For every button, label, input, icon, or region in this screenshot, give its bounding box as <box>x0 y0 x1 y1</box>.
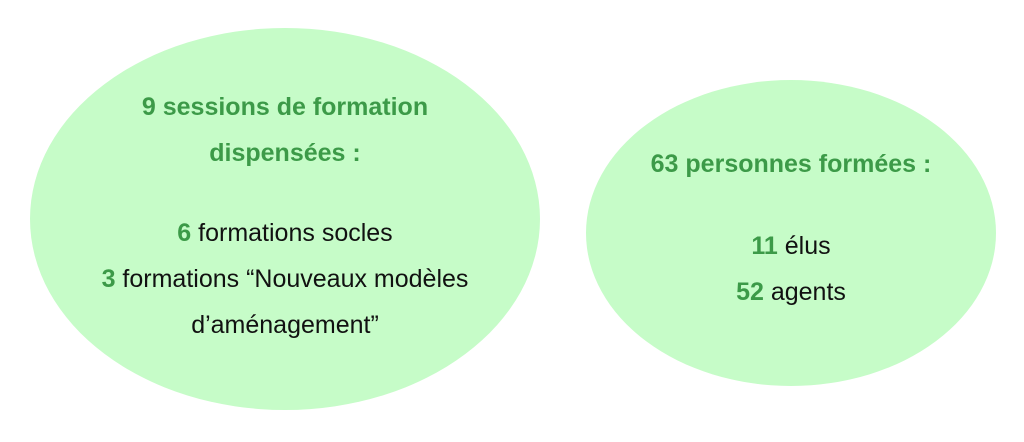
agents-count: 52 <box>736 278 764 306</box>
agents-label: agents <box>770 278 846 306</box>
nouveaux-count: 3 <box>101 265 116 293</box>
sessions-title-1: 9 sessions de formation <box>141 93 429 121</box>
personnes-text: 63 personnes formées : 11 élus 52 agents <box>586 141 996 315</box>
elus-count: 11 <box>751 232 778 260</box>
socles-count: 6 <box>177 219 192 247</box>
sessions-text: 9 sessions de formation dispensées : 6 f… <box>30 84 540 348</box>
nouveaux-line: 3 formations “Nouveaux modèles <box>30 256 540 302</box>
socles-line: 6 formations socles <box>30 210 540 256</box>
nouveaux-label: formations “Nouveaux modèles <box>122 265 469 293</box>
agents-line: 52 agents <box>586 269 996 315</box>
sessions-title-2: dispensées : <box>209 139 361 167</box>
personnes-ellipse <box>586 80 996 386</box>
nouveaux-label-2: d’aménagement” <box>191 311 379 339</box>
elus-label: élus <box>784 232 831 260</box>
socles-label: formations socles <box>198 219 393 247</box>
elus-line: 11 élus <box>586 223 996 269</box>
personnes-title: 63 personnes formées : <box>650 150 932 178</box>
sessions-ellipse <box>30 28 540 410</box>
